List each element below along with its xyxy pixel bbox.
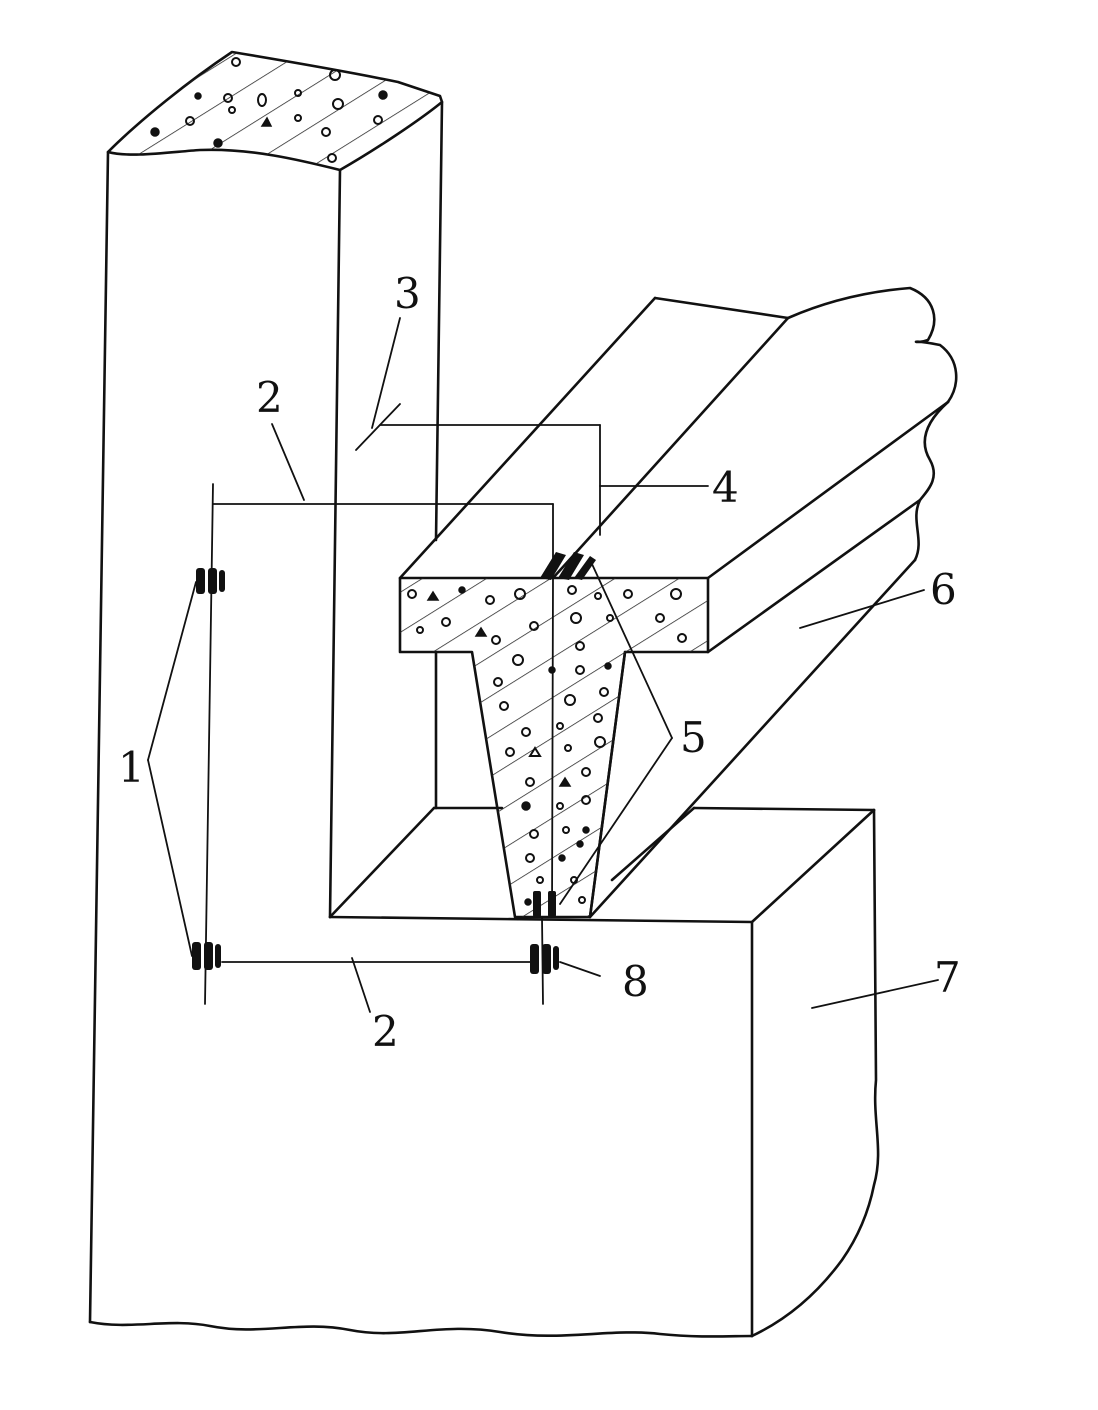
leader-1-lower: [147, 759, 193, 957]
leader-8: [559, 961, 601, 977]
leader-5-lower: [559, 737, 673, 905]
section-centreline: [551, 577, 554, 918]
leader-2-upper: [271, 423, 305, 501]
leader-3: [371, 317, 401, 429]
beam-cross-section-hatching: [400, 578, 708, 917]
label-4: 4: [712, 463, 739, 512]
reference-numerals: 1 2 2 3 4 5 6 7 8: [118, 269, 961, 1056]
column-left-edge: [88, 150, 110, 1324]
beam-far-broken-end: [786, 286, 958, 404]
leader-1-upper: [147, 581, 197, 761]
beam-top-centre-groove: [551, 316, 790, 580]
label-7: 7: [934, 953, 961, 1002]
leader-6: [799, 589, 925, 629]
label-2-upper: 2: [256, 373, 283, 422]
beam-side-broken-edge: [913, 400, 950, 562]
column-top-hatching: [108, 52, 442, 170]
column-front-right-edge: [328, 168, 342, 919]
leader-5-upper: [591, 563, 673, 739]
label-3: 3: [394, 269, 421, 318]
block-top-left-edge: [328, 806, 436, 919]
clip-lower-left: [192, 942, 221, 970]
column-back-right-edge: [434, 100, 444, 542]
beam-side-bottom-edge: [706, 498, 922, 654]
clip-bottom-section: [533, 891, 556, 917]
beam-web-rear-edge: [610, 806, 696, 882]
block-top-back-edge-right: [692, 806, 876, 812]
label-5: 5: [680, 713, 707, 762]
label-2-lower: 2: [372, 1007, 399, 1056]
leader-7: [811, 979, 939, 1009]
vertical-tie-left: [204, 483, 214, 1005]
column: [88, 50, 444, 1324]
beam-top-left-edge: [398, 296, 657, 580]
beam-top-right-edge: [706, 400, 950, 580]
clip-upper-left: [196, 568, 225, 594]
block-right-side-broken-edge: [750, 808, 880, 1338]
clip-lower-right-8: [530, 944, 559, 974]
clip-top-section: [540, 552, 596, 580]
tie-3-tick: [355, 403, 401, 451]
block-top-right-edge: [750, 808, 876, 924]
clips: [192, 552, 596, 974]
beam-top-far-edge: [653, 296, 790, 320]
label-8: 8: [622, 957, 649, 1006]
block-bottom-broken-edge: [88, 1320, 754, 1338]
label-1: 1: [118, 743, 145, 792]
leader-2-lower: [351, 957, 371, 1013]
tie-lines: [204, 403, 601, 1005]
block-top-front-edge: [328, 915, 754, 924]
label-6: 6: [930, 565, 957, 614]
leaders: [147, 317, 939, 1013]
beam-web-side-edge: [588, 558, 917, 919]
bottom-block: [88, 806, 880, 1338]
